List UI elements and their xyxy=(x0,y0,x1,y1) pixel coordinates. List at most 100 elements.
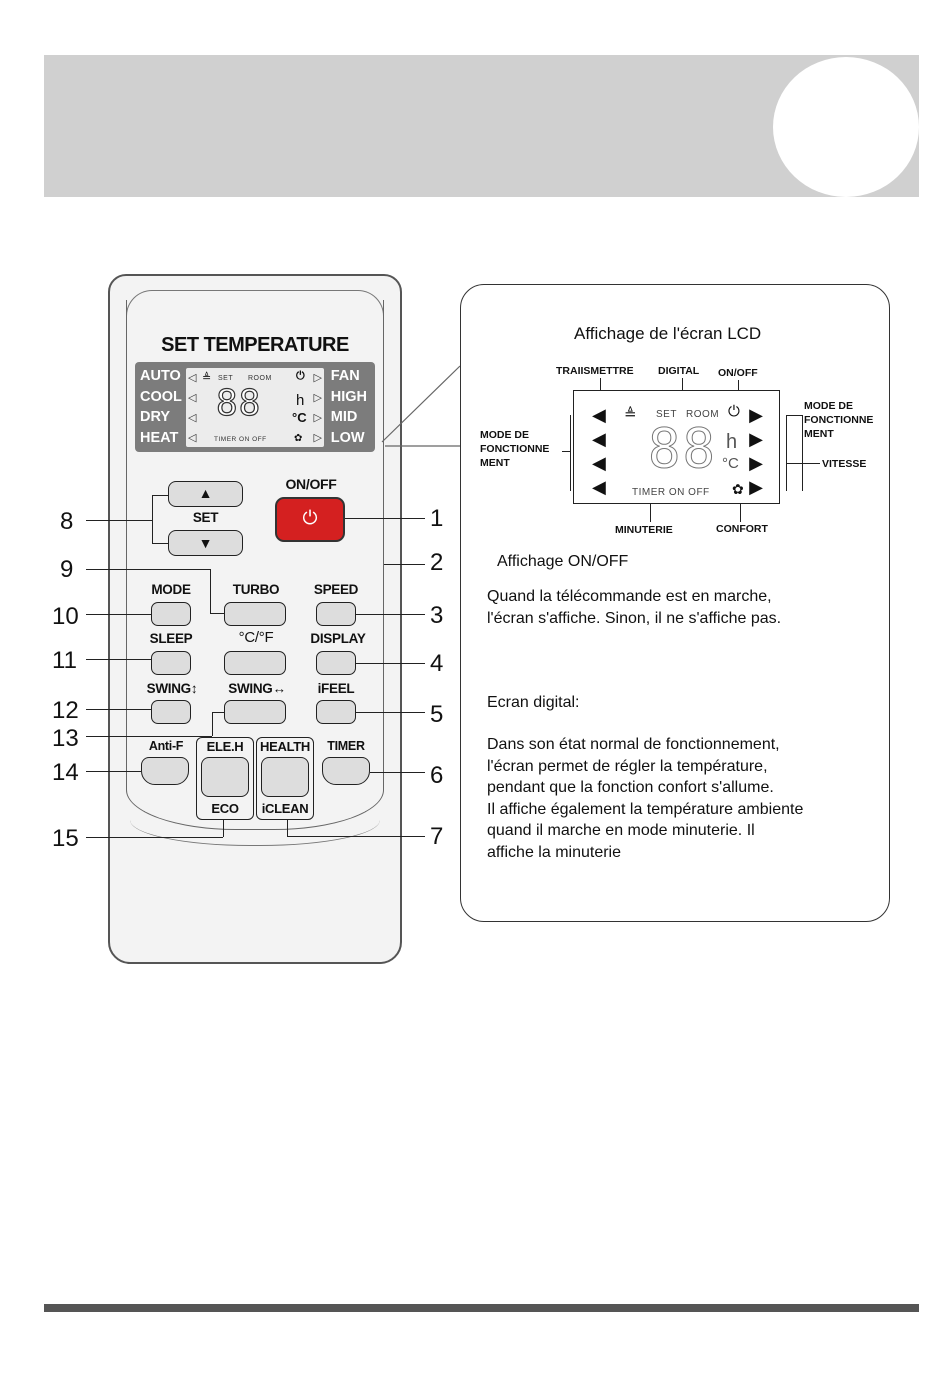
leader-1 xyxy=(345,518,425,520)
label-mode-right-3: MENT xyxy=(804,428,834,440)
label-mode-left-3: MENT xyxy=(480,457,510,469)
ele-h-eco-group xyxy=(196,737,254,820)
lcd-modes-right: FAN HIGH MID LOW xyxy=(331,366,367,448)
on-off-button[interactable]: ⏻ xyxy=(275,497,345,542)
transmit-icon: ≜ xyxy=(202,372,212,384)
triangle-up-icon: ▲ xyxy=(198,485,213,501)
lcd-right-arrows-icon: ▷▷▷▷ xyxy=(313,372,322,444)
digital-body-line-3: pendant que la fonction confort s'allume… xyxy=(487,779,774,796)
leader-2 xyxy=(384,564,425,566)
swing-vertical-button[interactable] xyxy=(151,700,191,724)
bracket-right-outer xyxy=(802,415,804,491)
bracket-8-bottom xyxy=(152,543,168,545)
swing-horizontal-button[interactable] xyxy=(224,700,286,724)
footer-rule xyxy=(44,1304,919,1312)
callout-6: 6 xyxy=(430,762,444,789)
label-transmettre: TRAIISMETTRE xyxy=(556,365,634,377)
lcd-mode-cool: COOL xyxy=(140,388,182,405)
leader-11 xyxy=(86,659,151,661)
speed-label: SPEED xyxy=(313,582,359,597)
on-off-label: ON/OFF xyxy=(285,476,337,492)
set-down-button[interactable]: ▼ xyxy=(168,530,243,556)
lcd-digits: 88 xyxy=(215,383,262,424)
leader-9-h2 xyxy=(210,613,224,615)
diagram-room-label: ROOM xyxy=(686,409,720,420)
lcd-degree-symbol: °C xyxy=(292,410,307,425)
diagram-transmit-icon: ≜ xyxy=(624,406,637,423)
ifeel-label: iFEEL xyxy=(317,681,355,696)
eco-label: ECO xyxy=(211,801,239,816)
label-mode-left-2: FONCTIONNE xyxy=(480,443,550,455)
diagram-degree-symbol: °C xyxy=(722,455,739,472)
lcd-modes-left: AUTO COOL DRY HEAT xyxy=(140,366,182,448)
bracket-left-stub xyxy=(562,451,570,453)
lcd-set-label: SET xyxy=(218,375,234,382)
health-iclean-button[interactable] xyxy=(261,757,309,797)
callout-pointer xyxy=(381,365,461,447)
onoff-body-line-2: l'écran s'affiche. Sinon, il ne s'affich… xyxy=(487,609,782,627)
label-minuterie: MINUTERIE xyxy=(615,524,673,536)
callout-15: 15 xyxy=(52,825,79,852)
label-mode-right: MODE DE FONCTIONNE MENT xyxy=(804,399,873,441)
leader-minuterie xyxy=(650,504,652,522)
diagram-timer-label: TIMER ON OFF xyxy=(632,487,710,498)
unit-label: °C/°F xyxy=(238,629,274,646)
callout-1: 1 xyxy=(430,505,444,532)
diagram-comfort-icon: ✿ xyxy=(732,481,744,497)
leader-transmettre xyxy=(600,378,602,390)
turbo-button[interactable] xyxy=(224,602,286,626)
speed-button[interactable] xyxy=(316,602,356,626)
swing-horizontal-label: SWING↔ xyxy=(228,681,286,696)
remote-lcd: AUTO COOL DRY HEAT FAN HIGH MID LOW ◁◁◁◁… xyxy=(135,362,375,452)
set-up-button[interactable]: ▲ xyxy=(168,481,243,507)
leader-3 xyxy=(356,614,425,616)
diagram-hour-symbol: h xyxy=(726,431,738,453)
sleep-button[interactable] xyxy=(151,651,191,675)
timer-label: TIMER xyxy=(327,739,365,753)
label-vitesse: VITESSE xyxy=(822,458,867,470)
leader-13-h xyxy=(86,736,212,738)
anti-f-button[interactable] xyxy=(141,757,189,785)
sleep-label: SLEEP xyxy=(149,631,193,646)
label-mode-right-1: MODE DE xyxy=(804,400,854,412)
lcd-inner-screen: ◁◁◁◁ ▷▷▷▷ ≜ SET ROOM ⏻ 88 h °C TIMER ON … xyxy=(186,368,324,447)
leader-4 xyxy=(356,663,425,665)
power-icon: ⏻ xyxy=(302,508,318,529)
lcd-mode-auto: AUTO xyxy=(140,368,181,384)
leader-13-h2 xyxy=(212,712,224,714)
callout-13: 13 xyxy=(52,725,79,752)
bracket-left-vertical xyxy=(570,415,572,491)
leader-15-h xyxy=(86,837,223,839)
digital-body-line-6: affiche la minuterie xyxy=(487,843,621,861)
diagram-set-label: SET xyxy=(656,409,677,420)
callout-5: 5 xyxy=(430,701,444,728)
timer-button[interactable] xyxy=(322,757,370,785)
digital-heading: Ecran digital: xyxy=(487,694,580,711)
lcd-fan-mid: MID xyxy=(330,409,358,425)
display-button[interactable] xyxy=(316,651,356,675)
mode-button[interactable] xyxy=(151,602,191,626)
unit-toggle-button[interactable] xyxy=(224,651,286,675)
leader-5 xyxy=(356,712,425,714)
digital-body-line-1: Dans son état normal de fonctionnement, xyxy=(487,736,780,753)
ifeel-button[interactable] xyxy=(316,700,356,724)
lcd-room-label: ROOM xyxy=(248,375,272,382)
header-circle xyxy=(773,57,919,197)
leader-9-h xyxy=(86,569,210,571)
ele-h-eco-button[interactable] xyxy=(201,757,249,797)
leader-14 xyxy=(86,771,141,773)
onoff-heading: Affichage ON/OFF xyxy=(497,553,629,570)
leader-8 xyxy=(86,520,152,522)
onoff-body-line-1: Quand la télécommande est en marche, xyxy=(487,588,772,605)
callout-4: 4 xyxy=(430,650,444,677)
set-label: SET xyxy=(192,510,219,525)
lcd-fan-high: HIGH xyxy=(330,388,367,405)
health-label: HEALTH xyxy=(260,739,310,754)
label-mode-left-1: MODE DE xyxy=(480,429,530,441)
label-digital: DIGITAL xyxy=(658,365,700,377)
leader-12 xyxy=(86,709,151,711)
label-onoff: ON/OFF xyxy=(718,367,758,379)
callout-2: 2 xyxy=(430,549,444,576)
leader-confort xyxy=(740,498,742,522)
lcd-mode-heat: HEAT xyxy=(140,429,179,446)
